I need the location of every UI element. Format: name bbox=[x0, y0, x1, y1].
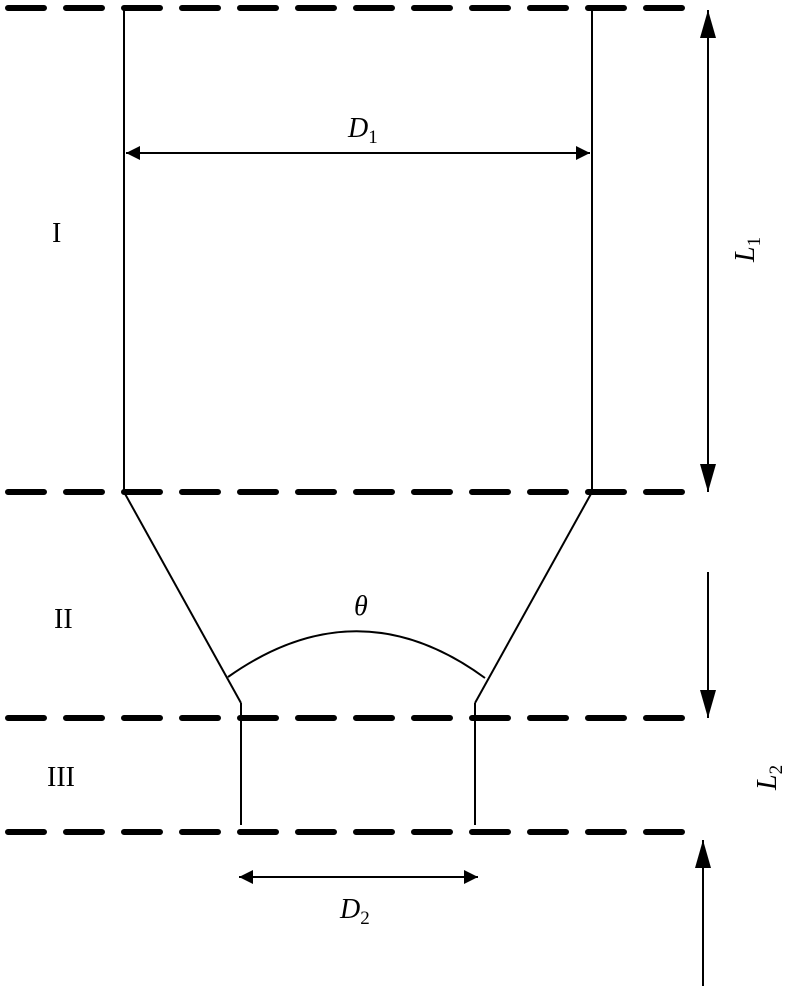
angle-arc bbox=[227, 630, 486, 679]
wall-left-cone bbox=[123, 491, 242, 704]
l1-label: L1 bbox=[730, 237, 765, 263]
angle-label: θ bbox=[354, 591, 368, 622]
wall-right-cone bbox=[474, 491, 593, 704]
region-label-2: II bbox=[54, 604, 73, 635]
d2-label: D2 bbox=[339, 894, 370, 929]
region-label-3: III bbox=[47, 762, 75, 793]
l2-label: L2 bbox=[752, 765, 787, 791]
region-label-1: I bbox=[52, 218, 61, 249]
d1-label: D1 bbox=[347, 113, 378, 148]
